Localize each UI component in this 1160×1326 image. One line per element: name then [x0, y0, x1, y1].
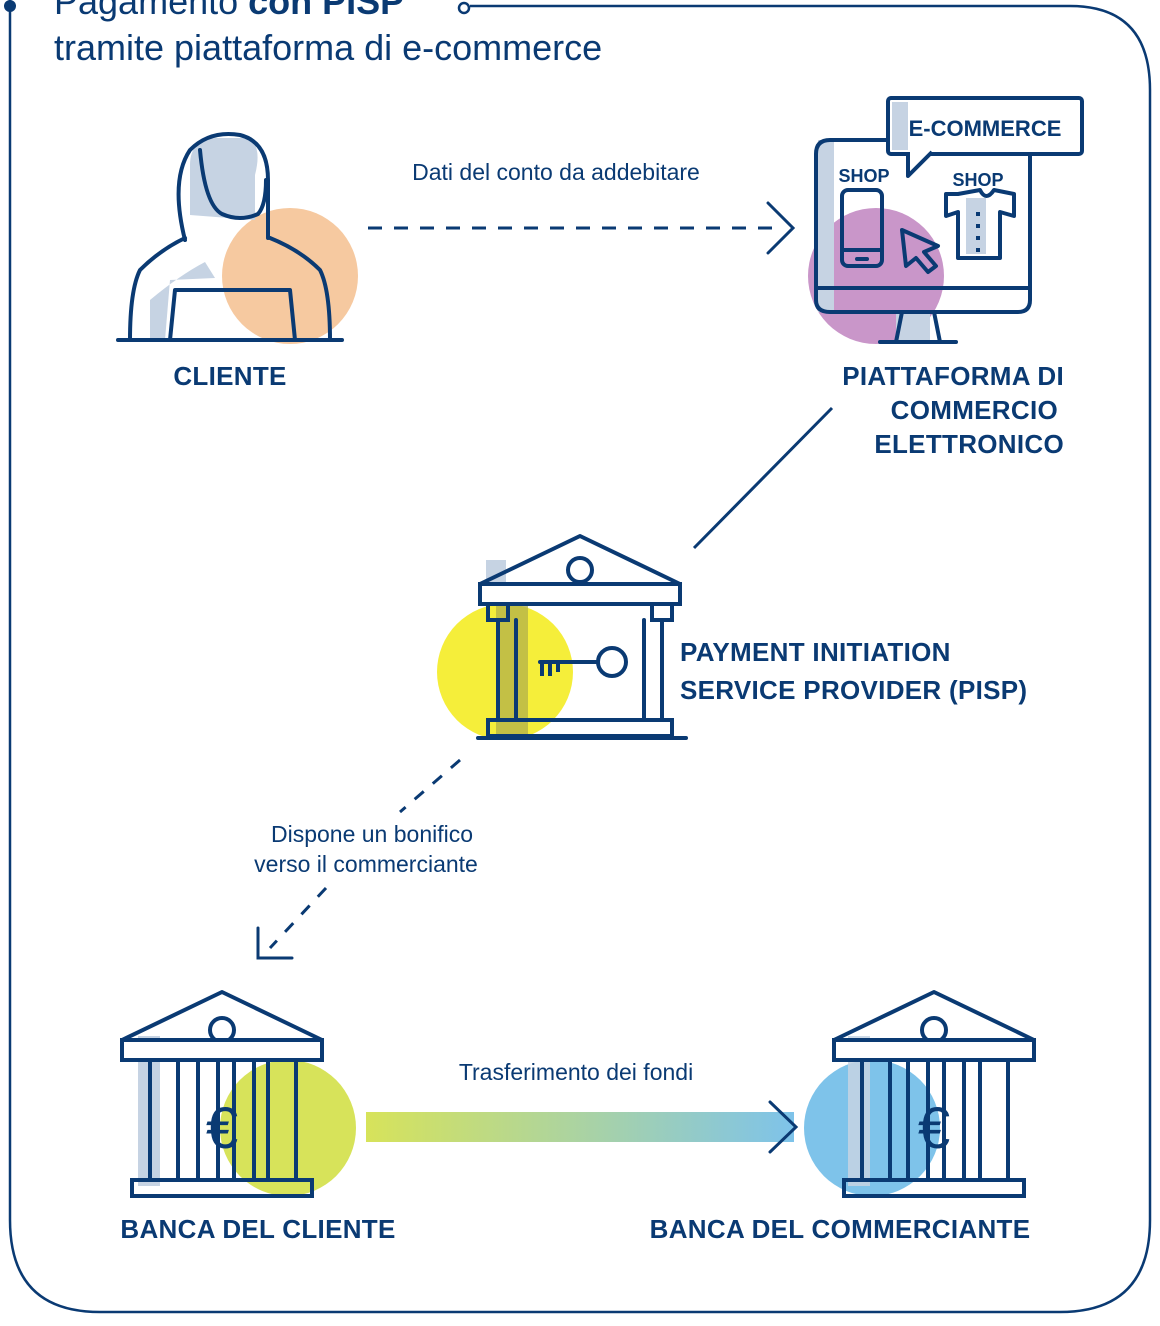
- bank-cliente-icon: [120, 990, 356, 1198]
- label-banca-cliente: BANCA DEL CLIENTE: [120, 1214, 395, 1244]
- label-platform-1: PIATTAFORMA DI: [842, 361, 1064, 391]
- monitor-shop-left: SHOP: [838, 166, 889, 186]
- cliente-person-icon: [116, 132, 358, 344]
- bank-merchant-icon: [804, 990, 1036, 1198]
- edge-transfer-line-upper: [399, 758, 461, 814]
- edge-transfer-line-lower: [268, 886, 328, 950]
- bank-merchant-euro-icon: €: [918, 1096, 950, 1161]
- label-pisp-2: SERVICE PROVIDER (PISP): [680, 675, 1027, 705]
- frame-dot-left: [4, 0, 16, 12]
- label-platform-3: ELETTRONICO: [874, 429, 1064, 459]
- label-platform-2: COMMERCIO: [891, 395, 1058, 425]
- frame-border: [8, 0, 1152, 1314]
- title-line1: Pagamento con PISP: [54, 0, 404, 22]
- monitor-shop-right: SHOP: [952, 170, 1003, 190]
- bank-cliente-euro-icon: €: [206, 1096, 238, 1161]
- monitor-bubble-label: E-COMMERCE: [909, 116, 1062, 141]
- label-banca-commerciante: BANCA DEL COMMERCIANTE: [650, 1214, 1031, 1244]
- edge-account-data-label: Dati del conto da addebitare: [412, 159, 700, 185]
- edge-transfer-arrowhead: [256, 926, 294, 960]
- edge-funds-arrowhead: [768, 1100, 799, 1154]
- title-line2: tramite piattaforma di e-commerce: [54, 27, 602, 68]
- edge-transfer-label-1: Dispone un bonifico: [271, 821, 473, 847]
- frame-dot-right: [457, 1, 471, 15]
- ecommerce-monitor-icon: [808, 96, 1084, 344]
- label-cliente: CLIENTE: [173, 361, 286, 391]
- edge-account-data-arrowhead: [766, 201, 796, 255]
- pisp-bank-icon: [437, 534, 688, 740]
- edge-transfer-label-2: verso il commerciante: [254, 851, 478, 877]
- label-pisp-1: PAYMENT INITIATION: [680, 637, 951, 667]
- edge-funds-label: Trasferimento dei fondi: [459, 1059, 693, 1085]
- edge-platform-pisp: [692, 406, 834, 550]
- edge-funds-bar: [366, 1112, 794, 1142]
